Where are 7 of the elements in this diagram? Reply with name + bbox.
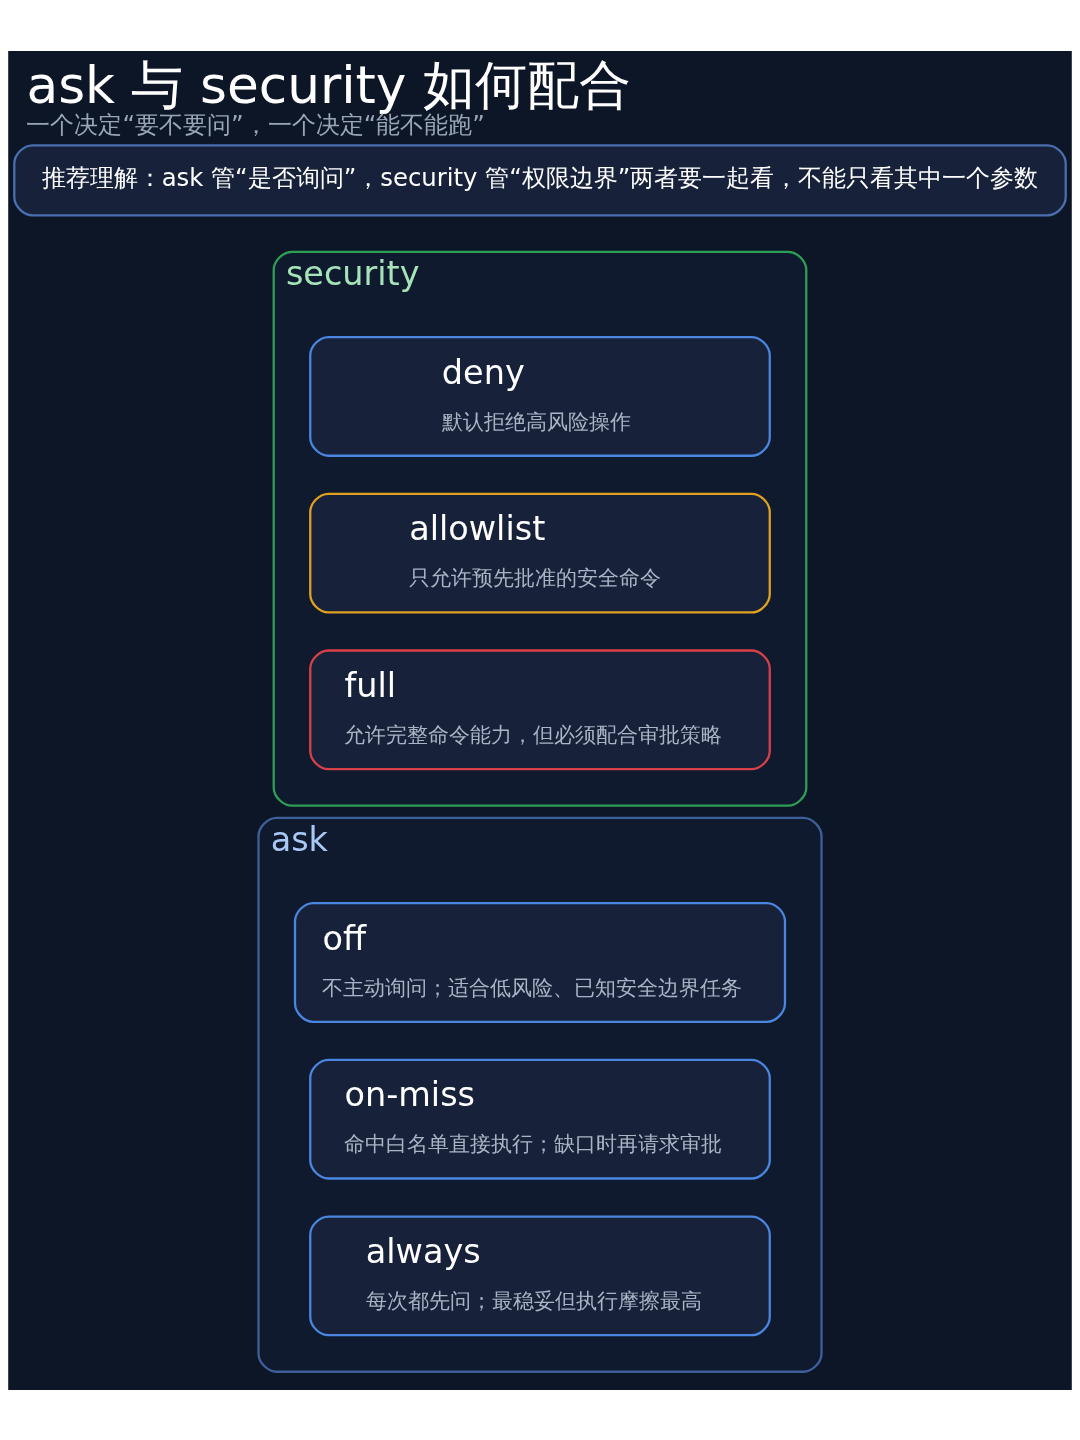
node-box: always 每次都先问；最稳妥但执行摩擦最高 <box>309 1214 771 1336</box>
node-box: off 不主动询问；适合低风险、已知安全边界任务 <box>293 901 787 1023</box>
node-box: on-miss 命中白名单直接执行；缺口时再请求审批 <box>309 1058 771 1180</box>
node-box: allowlist 只允许预先批准的安全命令 <box>309 492 771 614</box>
node-box: deny 默认拒绝高风险操作 <box>309 335 771 457</box>
node-box: full 允许完整命令能力，但必须配合审批策略 <box>309 648 771 770</box>
node-box: 推荐理解：ask 管“是否询问”，security 管“权限边界”两者要一起看，不能只看其中一个参数 <box>13 143 1067 216</box>
